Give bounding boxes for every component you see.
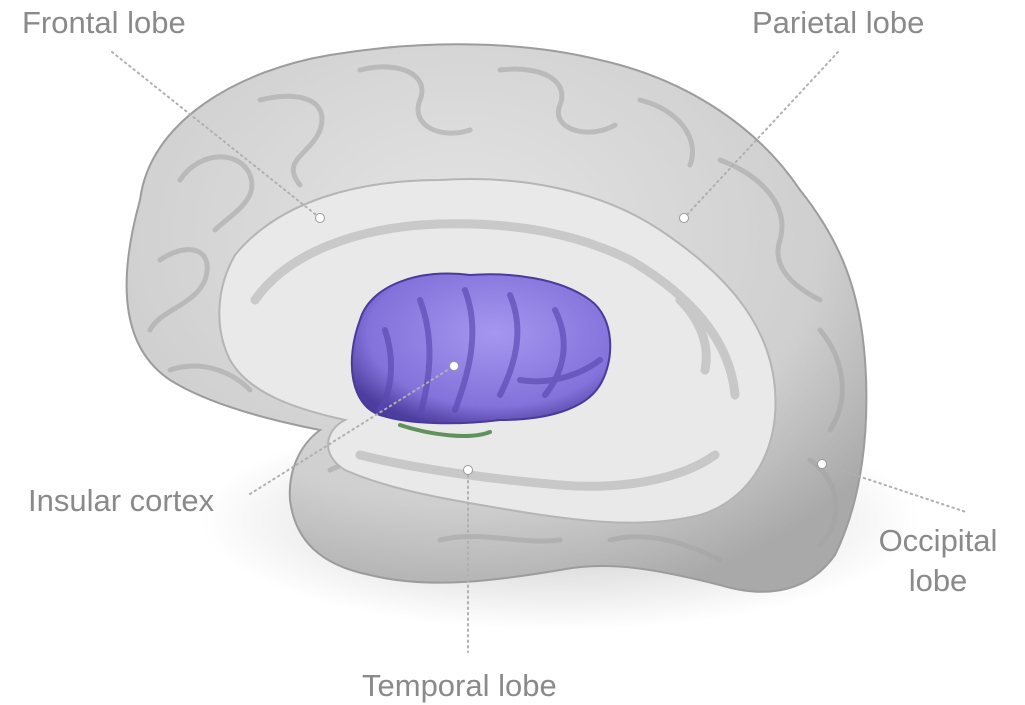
label-temporal-lobe: Temporal lobe: [362, 667, 557, 705]
label-occipital-lobe: Occipital lobe: [868, 521, 1008, 601]
marker-insular: [450, 362, 459, 371]
marker-temporal: [464, 466, 473, 475]
label-parietal-lobe: Parietal lobe: [752, 4, 924, 42]
label-frontal-lobe: Frontal lobe: [22, 4, 186, 42]
label-occipital-line2: lobe: [909, 563, 968, 598]
label-insular-cortex: Insular cortex: [28, 482, 214, 520]
marker-occipital: [818, 460, 827, 469]
marker-frontal: [316, 214, 325, 223]
marker-parietal: [680, 214, 689, 223]
label-occipital-line1: Occipital: [879, 523, 998, 558]
